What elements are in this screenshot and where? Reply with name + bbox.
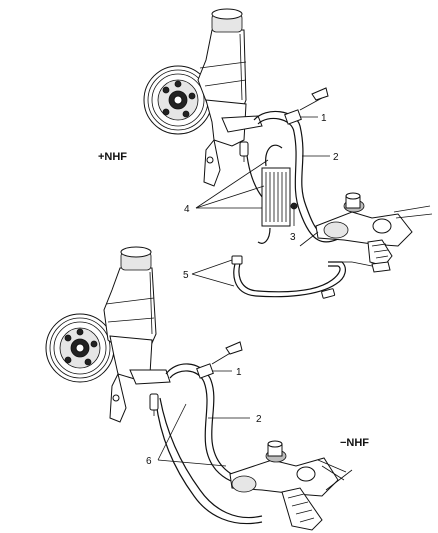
bottom-pump-bracket	[109, 335, 171, 423]
top-pressure-hose	[231, 255, 352, 299]
bottom-pump-pulley	[45, 313, 115, 383]
bottom-callout-2: 2	[256, 414, 262, 425]
top-cooler	[257, 144, 298, 244]
top-callout-5: 5	[183, 270, 189, 281]
top-steering-gear	[299, 192, 433, 267]
top-clamp	[239, 141, 249, 162]
bottom-clamp	[149, 393, 159, 416]
bottom-return-hose	[155, 363, 277, 525]
top-leader-lines	[191, 116, 330, 287]
top-fitting	[284, 87, 329, 125]
bottom-steering-gear	[229, 440, 353, 531]
bottom-leader-lines	[157, 370, 250, 467]
bottom-reservoir	[103, 246, 157, 355]
top-gear-fitting	[351, 261, 391, 273]
top-assembly: 1 2 3 4 5 +NHF	[98, 8, 433, 299]
bottom-fitting	[196, 341, 243, 379]
top-callout-1: 1	[321, 113, 327, 124]
bottom-callout-6: 6	[146, 456, 152, 467]
top-callout-2: 2	[333, 152, 339, 163]
top-pump-bracket	[203, 99, 263, 187]
variant-label-top: +NHF	[98, 151, 127, 163]
bottom-callout-1: 1	[236, 367, 242, 378]
top-reservoir	[197, 8, 247, 123]
top-callout-3: 3	[290, 232, 296, 243]
bottom-assembly: 1 2 6 −NHF	[45, 246, 369, 531]
top-pump-pulley	[143, 65, 213, 135]
top-callout-4: 4	[184, 204, 190, 215]
variant-label-bottom: −NHF	[340, 437, 369, 449]
